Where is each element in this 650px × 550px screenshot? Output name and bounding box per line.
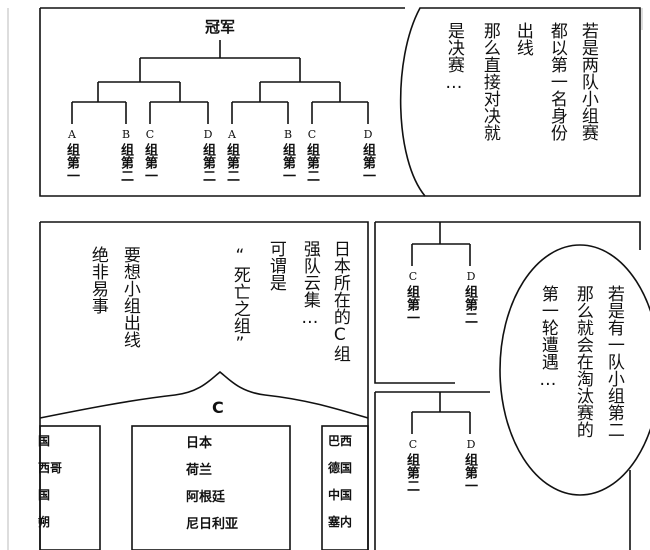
teams-right-item: 塞内 [328, 515, 353, 529]
narration-1-col1: 若是两队小组赛 [577, 22, 598, 141]
panel3-top-border [374, 221, 641, 384]
narration-1-col3: 出线 [512, 22, 533, 56]
p3-top-left-slot: C 组第一 [404, 270, 421, 324]
bracket-letter: B [121, 128, 131, 141]
bracket-slot-0: A 组第一 [64, 128, 79, 182]
bracket-letter: D [466, 270, 476, 283]
bracket-letter: A [68, 128, 76, 141]
bracket-rank: 组第一 [462, 453, 477, 492]
bracket-rank: 组第一 [142, 143, 157, 182]
bracket-letter: D [203, 128, 213, 141]
narration-2-col2: 强队云集… [299, 240, 320, 328]
bracket-rank: 组第一 [64, 143, 79, 182]
bracket-letter: D [363, 128, 373, 141]
team-box-left [39, 425, 101, 550]
narration-3-col3: 第一轮遭遇… [537, 285, 558, 390]
bracket-slot-2: C 组第一 [142, 128, 157, 182]
bracket-letter: C [145, 128, 155, 141]
bracket-rank: 组第二 [200, 143, 215, 182]
group-c-label: C [212, 398, 224, 417]
teams-right-item: 德国 [328, 461, 353, 475]
narration-1-col4: 那么直接对决就 [479, 22, 500, 141]
bracket-rank: 组第一 [280, 143, 295, 182]
panel3-bottom-border [374, 391, 631, 550]
bracket-rank: 组第二 [304, 143, 319, 182]
panel1-border [39, 7, 425, 197]
teams-left-item: 国 [38, 434, 51, 448]
bracket-slot-3: D 组第二 [200, 128, 215, 182]
narration-2-col1: 日本所在的C组 [329, 240, 350, 362]
bracket-slot-5: B 组第一 [280, 128, 295, 182]
bracket-letter: C [307, 128, 317, 141]
bracket-letter: B [283, 128, 293, 141]
teams-right-item: 巴西 [328, 434, 353, 448]
bracket-slot-1: B 组第二 [118, 128, 133, 182]
bracket-rank: 组第二 [462, 285, 477, 324]
narration-2-col6: 绝非易事 [87, 246, 108, 314]
narration-3-col2: 那么就会在淘汰赛的 [572, 285, 593, 438]
p3-top-right-slot: D 组第二 [462, 270, 479, 324]
bracket-rank: 组第二 [404, 453, 419, 492]
narration-3-col1: 若是有一队小组第二 [603, 285, 624, 438]
bracket-letter: C [408, 270, 418, 283]
bracket-letter: D [466, 438, 476, 451]
bracket-slot-4: A 组第二 [224, 128, 239, 182]
teams-center-item: 日本 [186, 436, 213, 451]
team-box-right [321, 425, 369, 550]
teams-left-item: 西哥 [38, 461, 63, 475]
speech-bubble-1 [399, 7, 641, 197]
p3-bottom-left-slot: C 组第二 [404, 438, 421, 492]
narration-2-col4: “死亡之组” [229, 246, 250, 354]
p3-bottom-right-slot: D 组第一 [462, 438, 479, 492]
bracket-slot-7: D 组第一 [360, 128, 375, 182]
bracket-rank: 组第一 [404, 285, 419, 324]
narration-2-col5: 要想小组出线 [119, 246, 140, 348]
teams-left-item: 国 [38, 488, 51, 502]
bracket-rank: 组第一 [360, 143, 375, 182]
teams-right-item: 中国 [328, 488, 353, 502]
group-c-shape [39, 370, 369, 419]
teams-center-item: 阿根廷 [186, 490, 226, 505]
bracket-slot-6: C 组第二 [304, 128, 319, 182]
narration-2-col3: 可谓是 [265, 240, 286, 291]
team-box-center [131, 425, 291, 550]
bracket-rank: 组第二 [224, 143, 239, 182]
champion-label: 冠军 [205, 18, 236, 36]
bracket-panel3-bottom [411, 392, 471, 434]
teams-center-item: 荷兰 [186, 463, 213, 478]
bracket-rank: 组第二 [118, 143, 133, 182]
teams-left-item: 朔 [38, 515, 51, 529]
narration-1-col2: 都以第一名身份 [546, 22, 567, 141]
bracket-letter: A [228, 128, 236, 141]
speech-bubble-2 [499, 244, 650, 496]
bracket-letter: C [408, 438, 418, 451]
narration-1-col5: 是决赛… [443, 22, 464, 93]
bracket-panel1 [71, 40, 369, 124]
teams-center-item: 尼日利亚 [186, 517, 239, 532]
bracket-panel3-top [411, 222, 471, 266]
